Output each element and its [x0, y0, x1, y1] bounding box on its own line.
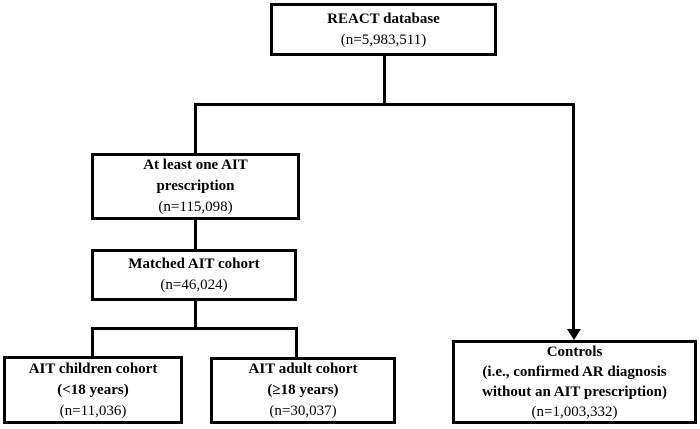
connector-matched-down: [194, 301, 197, 329]
node-subtitle: (i.e., confirmed AR diagnosis: [482, 364, 667, 380]
node-subtitle: (<18 years): [57, 381, 129, 398]
node-ait-children-cohort: AIT children cohort (<18 years) (n=11,03…: [3, 356, 183, 424]
connector-to-controls: [572, 103, 575, 330]
node-title: At least one AIT: [143, 157, 248, 173]
node-title: AIT adult cohort: [248, 361, 358, 377]
connector-top-split: [194, 103, 575, 106]
node-react-database: REACT database (n=5,983,511): [270, 3, 497, 56]
node-subtitle: (≥18 years): [267, 382, 339, 398]
node-title: Matched AIT cohort: [128, 256, 260, 272]
node-matched-ait-cohort: Matched AIT cohort (n=46,024): [91, 249, 297, 301]
node-title-line2: prescription: [156, 178, 235, 194]
connector-to-adult: [295, 327, 298, 357]
node-ait-prescription: At least one AIT prescription (n=115,098…: [91, 153, 300, 220]
node-count: (n=5,983,511): [340, 31, 427, 48]
connector-to-children: [91, 327, 94, 356]
node-count: (n=1,003,332): [531, 404, 618, 420]
node-title: REACT database: [327, 10, 440, 27]
node-count: (n=30,037): [269, 403, 337, 419]
node-title: Controls: [546, 344, 603, 360]
node-count: (n=11,036): [59, 402, 127, 419]
node-controls: Controls (i.e., confirmed AR diagnosis w…: [452, 340, 697, 424]
connector-prescription-to-matched: [194, 220, 197, 249]
node-count: (n=115,098): [158, 199, 233, 215]
arrowhead-controls: [567, 329, 581, 340]
node-ait-adult-cohort: AIT adult cohort (≥18 years) (n=30,037): [210, 357, 396, 424]
connector-to-prescription: [194, 103, 197, 153]
node-subtitle-line2: without an AIT prescription): [482, 384, 667, 400]
connector-react-down: [383, 56, 386, 105]
node-count: (n=46,024): [160, 277, 228, 293]
node-title: AIT children cohort: [28, 360, 158, 377]
connector-bottom-split: [91, 327, 298, 330]
